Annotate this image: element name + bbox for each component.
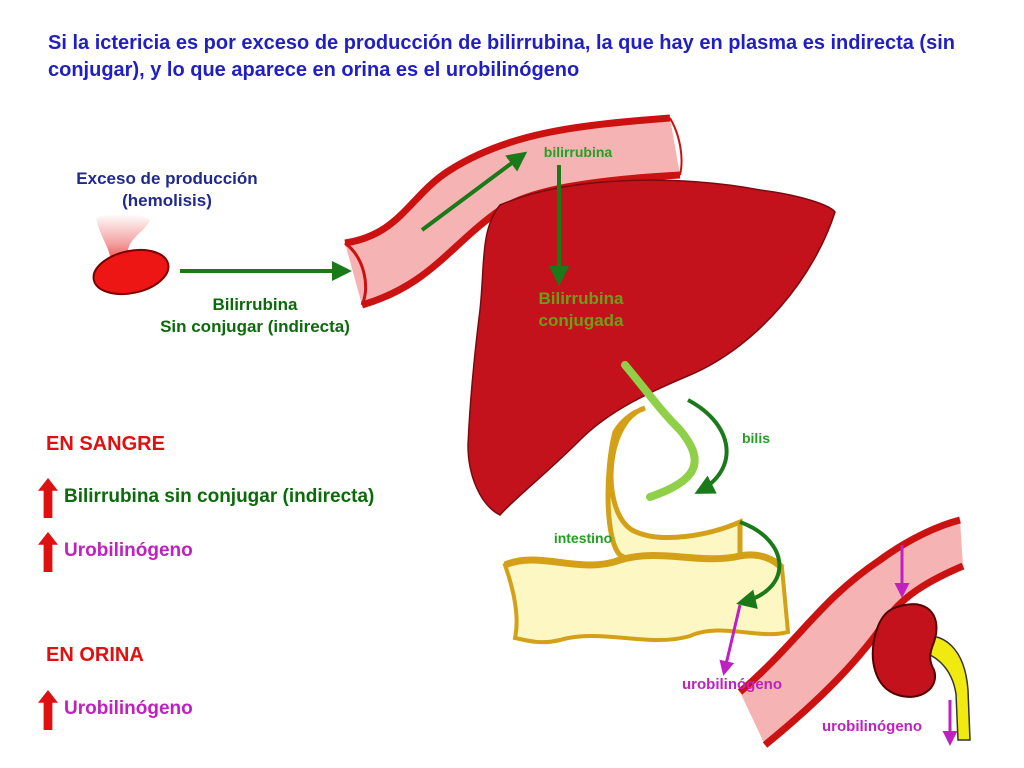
- heading-en-sangre: EN SANGRE: [46, 433, 165, 455]
- kidney-icon: [871, 603, 938, 698]
- heading-en-orina: EN ORINA: [46, 644, 144, 666]
- orina-item-label: Urobilinógeno: [64, 698, 193, 719]
- label-bilirrubina-vessel: bilirrubina: [543, 144, 613, 160]
- label-conjugated-bilirubin: Bilirrubina conjugada: [538, 289, 624, 330]
- label-urobilinogen-urine: urobilinógeno: [822, 718, 922, 735]
- sangre-item-label: Bilirrubina sin conjugar (indirecta): [64, 486, 375, 507]
- label-unconjugated-bilirubin: Bilirrubina Sin conjugar (indirecta): [160, 295, 350, 336]
- slide-title: Si la ictericia es por exceso de producc…: [48, 32, 955, 81]
- label-urobilinogen-vessel: urobilinógeno: [682, 676, 782, 693]
- red-blood-cell-icon: [92, 213, 170, 296]
- label-intestino: intestino: [553, 530, 613, 546]
- sangre-item-label: Urobilinógeno: [64, 540, 193, 561]
- arrow-vessel-flow: [420, 151, 528, 232]
- label-excess-production: Exceso de producción (hemolisis): [76, 169, 258, 210]
- arrow-bile-flow: [687, 398, 729, 494]
- intestine-lower-segment: [502, 553, 791, 645]
- bile-duct: [621, 361, 699, 501]
- arrow-urobilinogen-to-vessel: [719, 604, 742, 676]
- label-bilis: bilis: [741, 430, 770, 446]
- liver: [467, 179, 836, 516]
- arrow-intestine-flow: [736, 520, 782, 610]
